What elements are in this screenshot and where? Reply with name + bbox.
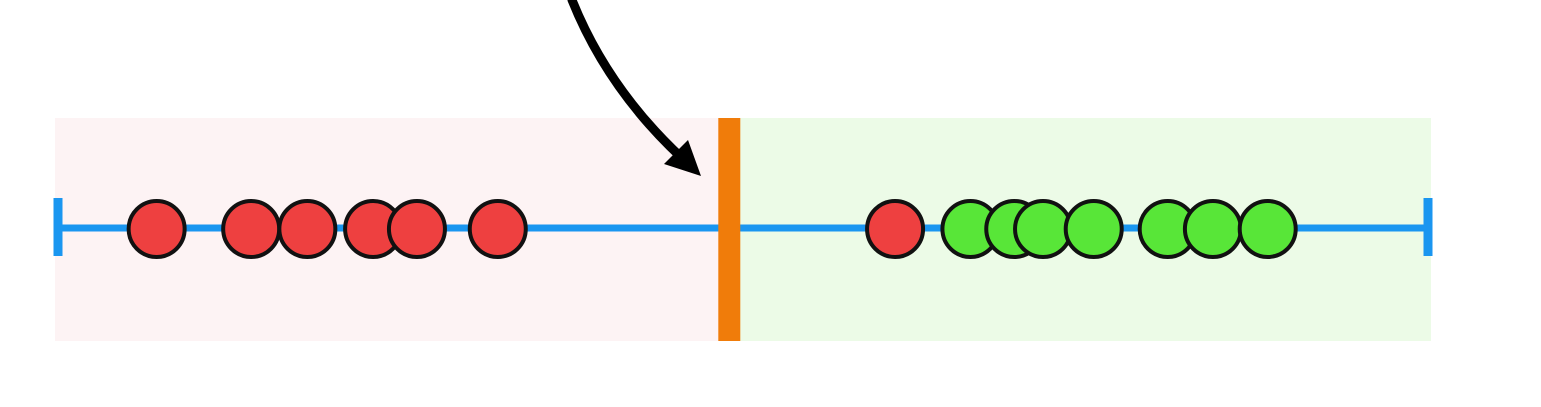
data-points	[126, 199, 1298, 259]
red-data-point	[467, 199, 528, 259]
threshold-marker	[718, 118, 741, 341]
red-data-point	[386, 199, 447, 259]
red-data-point	[126, 199, 187, 259]
green-data-point	[1063, 199, 1124, 259]
red-data-point	[277, 199, 338, 259]
curved-arrow-icon	[567, 0, 698, 173]
red-data-point	[865, 199, 926, 259]
red-data-point	[221, 199, 282, 259]
green-data-point	[1182, 199, 1243, 259]
arrow-head	[664, 140, 701, 176]
green-data-point	[1013, 199, 1074, 259]
green-data-point	[1237, 199, 1298, 259]
